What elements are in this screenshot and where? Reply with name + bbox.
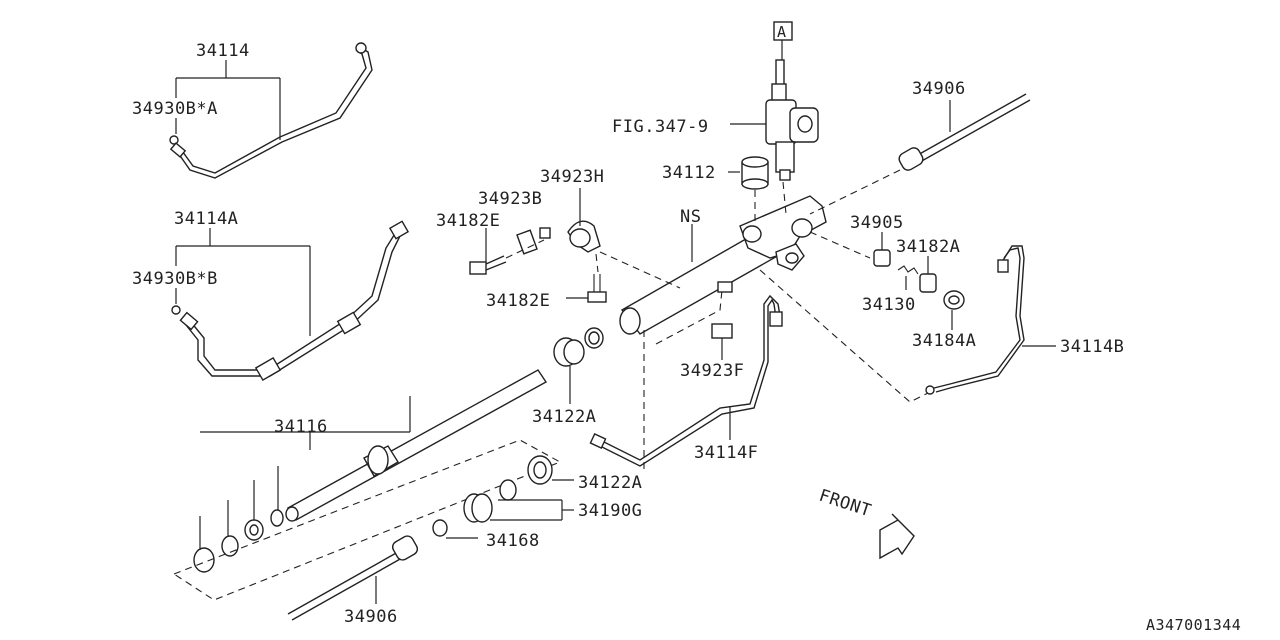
part-34168-washer (432, 519, 478, 539)
label-34114F: 34114F (694, 443, 758, 463)
label-front: FRONT (816, 486, 873, 522)
label-34923B: 34923B (478, 189, 542, 209)
reference-box-a (773, 21, 793, 41)
label-34130: 34130 (862, 295, 916, 315)
label-34923H: 34923H (540, 167, 604, 187)
part-34905-nut (873, 232, 891, 267)
bracket-34923B (516, 227, 551, 255)
part-34182A-plug (919, 256, 937, 293)
tie-rod-34906-bottom (287, 535, 419, 621)
label-diagram-code: A347001344 (1146, 616, 1241, 634)
bolt-34182E-bottom (566, 274, 607, 303)
label-34114B: 34114B (1060, 337, 1124, 357)
label-34182E-bottom: 34182E (486, 291, 550, 311)
bushing-34122A-mid (553, 327, 604, 404)
part-34190G (463, 479, 574, 523)
label-34190G: 34190G (578, 501, 642, 521)
label-34182A: 34182A (896, 237, 960, 257)
label-34122A-mid: 34122A (532, 407, 596, 427)
bushing-34122A-low (527, 455, 574, 485)
dashed-guide-lines (505, 231, 931, 472)
label-ns: NS (680, 207, 701, 227)
part-34130-spring (897, 265, 919, 290)
bolt-34182E-left (469, 228, 507, 275)
label-34930B-A: 34930B*A (132, 99, 218, 119)
label-34168: 34168 (486, 531, 540, 551)
clamp-34923H (567, 188, 601, 253)
dashed-box-lower (172, 439, 562, 601)
label-34923F: 34923F (680, 361, 744, 381)
label-34905: 34905 (850, 213, 904, 233)
label-34114: 34114 (196, 41, 250, 61)
leader-34116 (199, 396, 411, 550)
label-34116: 34116 (274, 417, 328, 437)
pipe-34114A (171, 220, 410, 382)
leader-34114 (175, 60, 281, 140)
front-arrow-icon (879, 513, 915, 560)
bracket-34923F (711, 281, 733, 360)
pipe-34114B (925, 245, 1056, 395)
label-34114A: 34114A (174, 209, 238, 229)
tie-rod-34906-top (809, 93, 1031, 215)
label-34184A: 34184A (912, 331, 976, 351)
label-34930B-B: 34930B*B (132, 269, 218, 289)
label-34906-top: 34906 (912, 79, 966, 99)
part-34112-seal (728, 156, 769, 224)
label-fig-347-9: FIG.347-9 (612, 117, 709, 137)
label-34906-bottom: 34906 (344, 607, 398, 627)
reference-box-a-label: A (777, 23, 787, 41)
part-34184A-nut (943, 290, 965, 330)
label-34122A-low: 34122A (578, 473, 642, 493)
steering-rack-body (619, 195, 827, 335)
leader-34114A (175, 228, 311, 336)
label-34182E-top: 34182E (436, 211, 500, 231)
control-valve: A (765, 21, 819, 215)
pipe-34114F (589, 294, 783, 467)
pipe-34114 (169, 42, 373, 179)
label-34112: 34112 (662, 163, 716, 183)
